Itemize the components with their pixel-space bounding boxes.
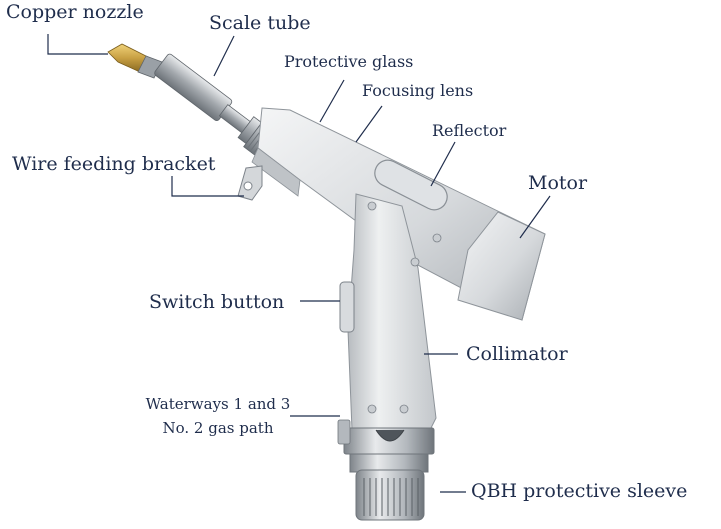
label-protective-glass: Protective glass — [284, 52, 414, 71]
label-waterways: Waterways 1 and 3 — [145, 395, 291, 413]
label-scale-tube: Scale tube — [209, 12, 311, 34]
label-reflector: Reflector — [432, 121, 507, 140]
label-motor: Motor — [528, 172, 588, 194]
leader-copper-nozzle — [47, 34, 108, 55]
label-qbh-sleeve: QBH protective sleeve — [471, 480, 688, 502]
label-switch-button: Switch button — [149, 291, 285, 313]
label-gas-path: No. 2 gas path — [162, 419, 274, 437]
leader-focusing-lens — [355, 105, 383, 143]
leader-motor — [519, 195, 551, 239]
copper-nozzle — [107, 43, 163, 79]
leader-reflector — [430, 141, 456, 187]
leader-wire-feeding-bracket — [171, 176, 244, 197]
handle-grip — [347, 193, 437, 431]
leader-lines — [47, 34, 551, 493]
label-wire-feeding-bracket: Wire feeding bracket — [12, 153, 216, 175]
switch-button — [339, 281, 355, 333]
lower-collar — [337, 419, 435, 455]
motor-housing — [457, 211, 546, 321]
leader-protective-glass — [319, 79, 345, 123]
label-collimator: Collimator — [466, 343, 568, 365]
wire-feeding-bracket — [237, 165, 263, 201]
qbh-sleeve — [349, 453, 429, 521]
leader-scale-tube — [213, 35, 235, 77]
label-copper-nozzle: Copper nozzle — [6, 1, 144, 23]
label-focusing-lens: Focusing lens — [362, 81, 474, 100]
